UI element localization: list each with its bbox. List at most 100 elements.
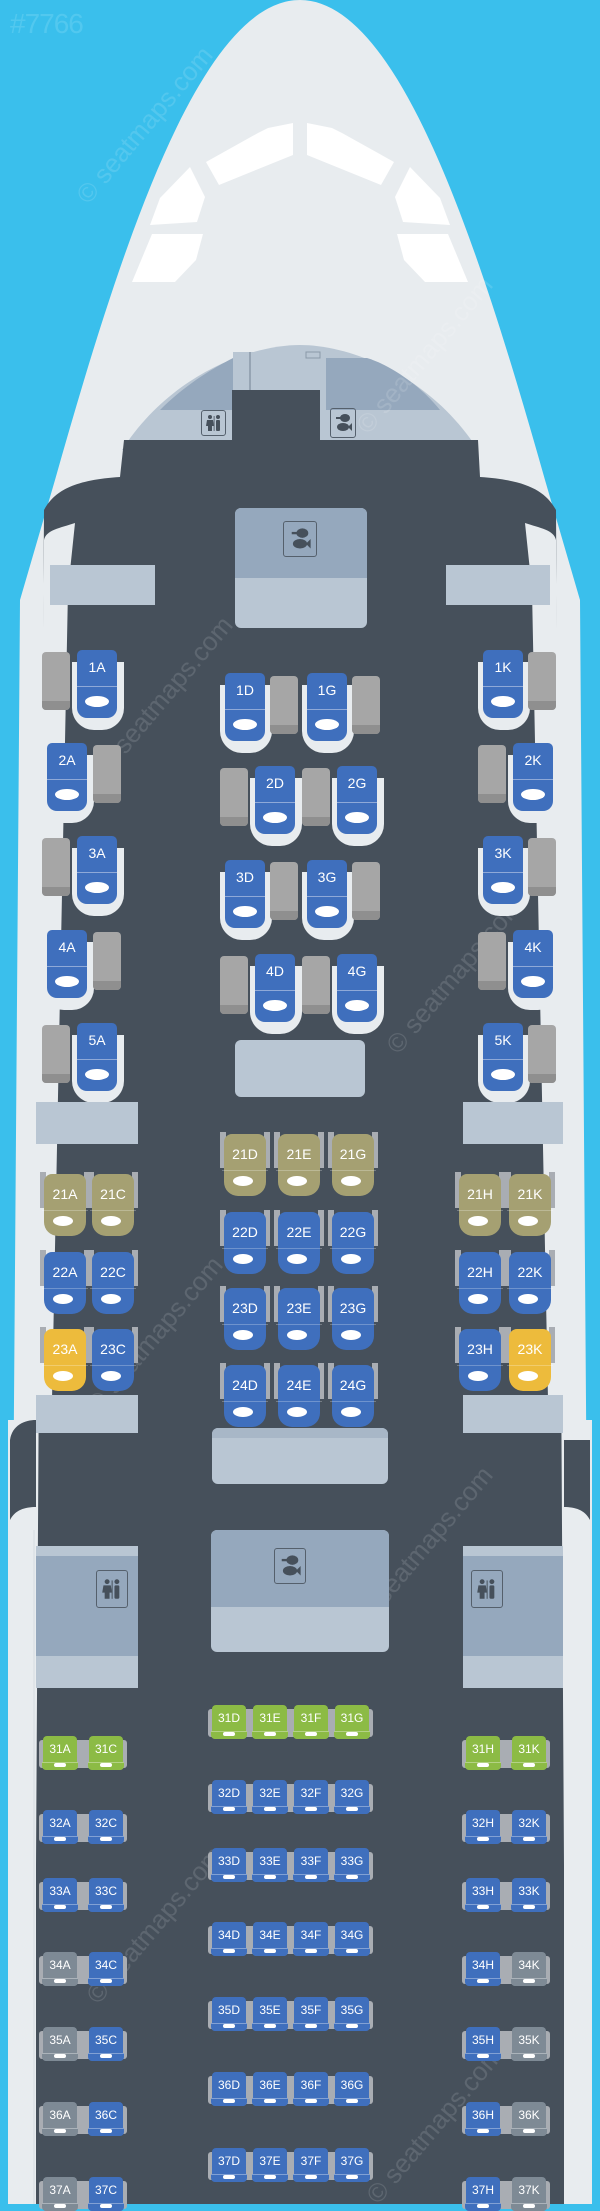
seat-35D[interactable]: 35D xyxy=(211,1997,247,2031)
seat-31G[interactable]: 31G xyxy=(334,1705,370,1739)
seat-31K[interactable]: 31K xyxy=(511,1736,547,1770)
seat-35E[interactable]: 35E xyxy=(252,1997,288,2031)
seat-5K[interactable]: 5K xyxy=(478,1023,530,1103)
seat-3A[interactable]: 3A xyxy=(72,836,124,916)
seat-23A-exit[interactable]: 23A xyxy=(40,1327,90,1391)
seat-2A[interactable]: 2A xyxy=(42,743,94,823)
seat-3K[interactable]: 3K xyxy=(478,836,530,916)
seat-35G[interactable]: 35G xyxy=(334,1997,370,2031)
seat-24G[interactable]: 24G xyxy=(328,1363,378,1427)
seat-36H[interactable]: 36H xyxy=(465,2102,501,2136)
seat-33G[interactable]: 33G xyxy=(334,1848,370,1882)
seat-31D[interactable]: 31D xyxy=(211,1705,247,1739)
seat-34C[interactable]: 34C xyxy=(88,1952,124,1986)
seat-35H[interactable]: 35H xyxy=(465,2027,501,2061)
seat-35C[interactable]: 35C xyxy=(88,2027,124,2061)
seat-21K[interactable]: 21K xyxy=(505,1172,555,1236)
seat-23E[interactable]: 23E xyxy=(274,1286,324,1350)
seat-32K[interactable]: 32K xyxy=(511,1810,547,1844)
seat-33D[interactable]: 33D xyxy=(211,1848,247,1882)
seat-37H[interactable]: 37H xyxy=(465,2177,501,2211)
seat-3D[interactable]: 3D xyxy=(220,860,272,940)
seat-34G[interactable]: 34G xyxy=(334,1922,370,1956)
seat-4K[interactable]: 4K xyxy=(508,930,560,1010)
seat-34A[interactable]: 34A xyxy=(42,1952,78,1986)
seat-33K[interactable]: 33K xyxy=(511,1878,547,1912)
seat-1A[interactable]: 1A xyxy=(72,650,124,730)
seat-32A[interactable]: 32A xyxy=(42,1810,78,1844)
seat-34F[interactable]: 34F xyxy=(293,1922,329,1956)
seat-36F[interactable]: 36F xyxy=(293,2072,329,2106)
seat-1G[interactable]: 1G xyxy=(302,673,354,753)
seat-2D[interactable]: 2D xyxy=(250,766,302,846)
seat-1D[interactable]: 1D xyxy=(220,673,272,753)
seat-3G[interactable]: 3G xyxy=(302,860,354,940)
seat-36A[interactable]: 36A xyxy=(42,2102,78,2136)
seat-37C[interactable]: 37C xyxy=(88,2177,124,2211)
seat-34E[interactable]: 34E xyxy=(252,1922,288,1956)
seat-21C[interactable]: 21C xyxy=(88,1172,138,1236)
seat-5A[interactable]: 5A xyxy=(72,1023,124,1103)
seat-22C[interactable]: 22C xyxy=(88,1250,138,1314)
seat-34D[interactable]: 34D xyxy=(211,1922,247,1956)
seat-31A[interactable]: 31A xyxy=(42,1736,78,1770)
seat-23H[interactable]: 23H xyxy=(455,1327,505,1391)
seat-32C[interactable]: 32C xyxy=(88,1810,124,1844)
seat-37A[interactable]: 37A xyxy=(42,2177,78,2211)
seat-22H[interactable]: 22H xyxy=(455,1250,505,1314)
seat-33E[interactable]: 33E xyxy=(252,1848,288,1882)
seat-37E[interactable]: 37E xyxy=(252,2148,288,2182)
seat-35F[interactable]: 35F xyxy=(293,1997,329,2031)
seat-34K[interactable]: 34K xyxy=(511,1952,547,1986)
seat-31C[interactable]: 31C xyxy=(88,1736,124,1770)
seat-1K[interactable]: 1K xyxy=(478,650,530,730)
seat-24D[interactable]: 24D xyxy=(220,1363,270,1427)
seat-22K[interactable]: 22K xyxy=(505,1250,555,1314)
seat-22D[interactable]: 22D xyxy=(220,1210,270,1274)
seat-31H[interactable]: 31H xyxy=(465,1736,501,1770)
seat-2G[interactable]: 2G xyxy=(332,766,384,846)
seat-31E[interactable]: 31E xyxy=(252,1705,288,1739)
seat-21G[interactable]: 21G xyxy=(328,1132,378,1196)
seat-2K[interactable]: 2K xyxy=(508,743,560,823)
seat-23G[interactable]: 23G xyxy=(328,1286,378,1350)
seat-23C[interactable]: 23C xyxy=(88,1327,138,1391)
seat-4A[interactable]: 4A xyxy=(42,930,94,1010)
seat-33A[interactable]: 33A xyxy=(42,1878,78,1912)
bulkhead xyxy=(36,1102,138,1144)
seat-36C[interactable]: 36C xyxy=(88,2102,124,2136)
seat-21H[interactable]: 21H xyxy=(455,1172,505,1236)
seat-37G[interactable]: 37G xyxy=(334,2148,370,2182)
seat-32H[interactable]: 32H xyxy=(465,1810,501,1844)
seat-35A[interactable]: 35A xyxy=(42,2027,78,2061)
seat-32D[interactable]: 32D xyxy=(211,1780,247,1814)
seat-22E[interactable]: 22E xyxy=(274,1210,324,1274)
seat-36E[interactable]: 36E xyxy=(252,2072,288,2106)
seat-31F[interactable]: 31F xyxy=(293,1705,329,1739)
seat-37K[interactable]: 37K xyxy=(511,2177,547,2211)
seat-37D[interactable]: 37D xyxy=(211,2148,247,2182)
seat-21E[interactable]: 21E xyxy=(274,1132,324,1196)
seat-21D[interactable]: 21D xyxy=(220,1132,270,1196)
seat-33F[interactable]: 33F xyxy=(293,1848,329,1882)
seat-23K-exit[interactable]: 23K xyxy=(505,1327,555,1391)
seat-37F[interactable]: 37F xyxy=(293,2148,329,2182)
seat-21A[interactable]: 21A xyxy=(40,1172,90,1236)
lavatory xyxy=(36,1546,138,1688)
seat-23D[interactable]: 23D xyxy=(220,1286,270,1350)
seat-32F[interactable]: 32F xyxy=(293,1780,329,1814)
seat-32E[interactable]: 32E xyxy=(252,1780,288,1814)
seat-32G[interactable]: 32G xyxy=(334,1780,370,1814)
seat-24E[interactable]: 24E xyxy=(274,1363,324,1427)
seat-35K[interactable]: 35K xyxy=(511,2027,547,2061)
seat-36G[interactable]: 36G xyxy=(334,2072,370,2106)
seat-4G[interactable]: 4G xyxy=(332,954,384,1034)
seat-22G[interactable]: 22G xyxy=(328,1210,378,1274)
seat-4D[interactable]: 4D xyxy=(250,954,302,1034)
seat-33C[interactable]: 33C xyxy=(88,1878,124,1912)
seat-34H[interactable]: 34H xyxy=(465,1952,501,1986)
seat-33H[interactable]: 33H xyxy=(465,1878,501,1912)
seat-36K[interactable]: 36K xyxy=(511,2102,547,2136)
seat-22A[interactable]: 22A xyxy=(40,1250,90,1314)
seat-36D[interactable]: 36D xyxy=(211,2072,247,2106)
